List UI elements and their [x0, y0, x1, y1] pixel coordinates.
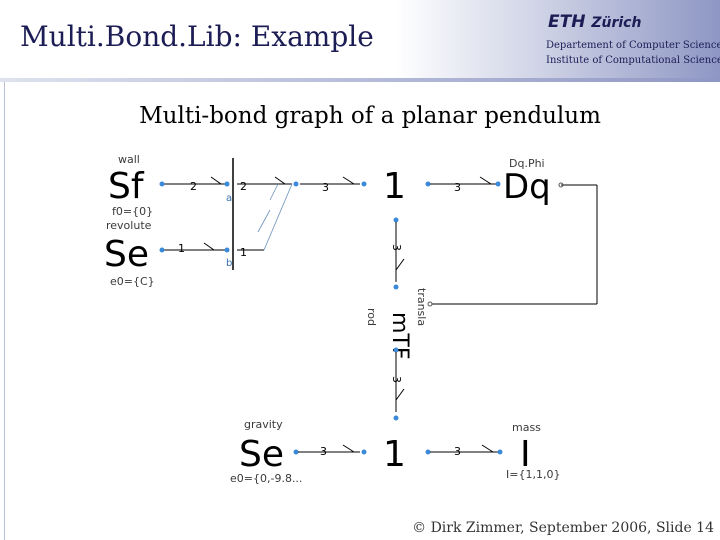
port-b-label: b	[226, 258, 232, 269]
mtf-symbol[interactable]: mTF	[387, 312, 412, 360]
slide-subtitle: Multi-bond graph of a planar pendulum	[139, 103, 601, 129]
bond-mux-to-junction[interactable]: 3	[300, 176, 367, 194]
slide-title: Multi.Bond.Lib: Example	[20, 20, 374, 53]
bond-b-number: 1	[240, 246, 247, 259]
department-line: Departement of Computer Science	[546, 40, 720, 51]
bond-junction-to-mtf[interactable]: 3	[390, 217, 405, 290]
left-margin-rule	[4, 82, 5, 540]
header-divider	[0, 78, 720, 82]
bond-se-number: 1	[178, 242, 185, 255]
mtf-label-rod: rod	[365, 308, 378, 326]
slide-footer: © Dirk Zimmer, September 2006, Slide 14	[412, 520, 714, 536]
bond-gravity-to-junction[interactable]: 3	[293, 444, 367, 458]
mass-parameter: I={1,1,0}	[506, 468, 560, 481]
bond-mtf-to-junction[interactable]: 3	[390, 347, 405, 421]
bond-junction-to-mass[interactable]: 3	[425, 444, 503, 458]
bond-a-number: 2	[240, 180, 247, 193]
sf-symbol: Sf	[108, 166, 145, 207]
bond-dq-number: 3	[454, 181, 461, 194]
junction-1-bottom[interactable]: 1	[383, 434, 406, 475]
bond-gravity-number: 3	[320, 445, 327, 458]
sf-parameter: f0={0}	[112, 205, 153, 218]
port-a-label: a	[226, 193, 232, 204]
bond-mux-number: 3	[322, 181, 329, 194]
junction-1-top[interactable]: 1	[383, 166, 406, 207]
eth-logo: ETH Zürich	[548, 12, 641, 32]
mass-label: mass	[512, 421, 541, 434]
mtf-label-transla: transla	[415, 288, 428, 326]
bond-sf-to-a[interactable]: 2	[159, 176, 230, 193]
sf-label: wall	[118, 153, 140, 166]
bond-multiplexer[interactable]: a b 2 1	[226, 158, 299, 270]
bond-junction-to-dq[interactable]: 3	[425, 176, 501, 194]
institute-line: Institute of Computational Science	[546, 55, 720, 66]
se-gravity-symbol[interactable]: Se	[239, 434, 284, 475]
eth-logo-main: ETH	[548, 12, 586, 32]
bond-mass-number: 3	[454, 445, 461, 458]
mass-symbol[interactable]: I	[520, 434, 531, 475]
se-revolute-symbol: Se	[104, 234, 149, 275]
bond-se-to-b[interactable]: 1	[159, 242, 230, 255]
header-bar	[0, 0, 720, 78]
bond-mtf-in-number: 3	[390, 244, 403, 251]
se-revolute-parameter: e0={C}	[110, 275, 155, 288]
se-gravity-label: gravity	[244, 418, 283, 431]
eth-logo-sub: Zürich	[591, 15, 642, 31]
dq-symbol[interactable]: Dq	[503, 167, 551, 207]
se-revolute-label: revolute	[106, 219, 152, 232]
bond-sf-number: 2	[190, 180, 197, 193]
bond-mtf-out-number: 3	[390, 376, 403, 383]
signal-dq-to-mtf[interactable]	[427, 182, 598, 307]
se-gravity-parameter: e0={0,-9.8...	[230, 472, 302, 485]
dq-label: Dq.Phi	[509, 157, 545, 170]
